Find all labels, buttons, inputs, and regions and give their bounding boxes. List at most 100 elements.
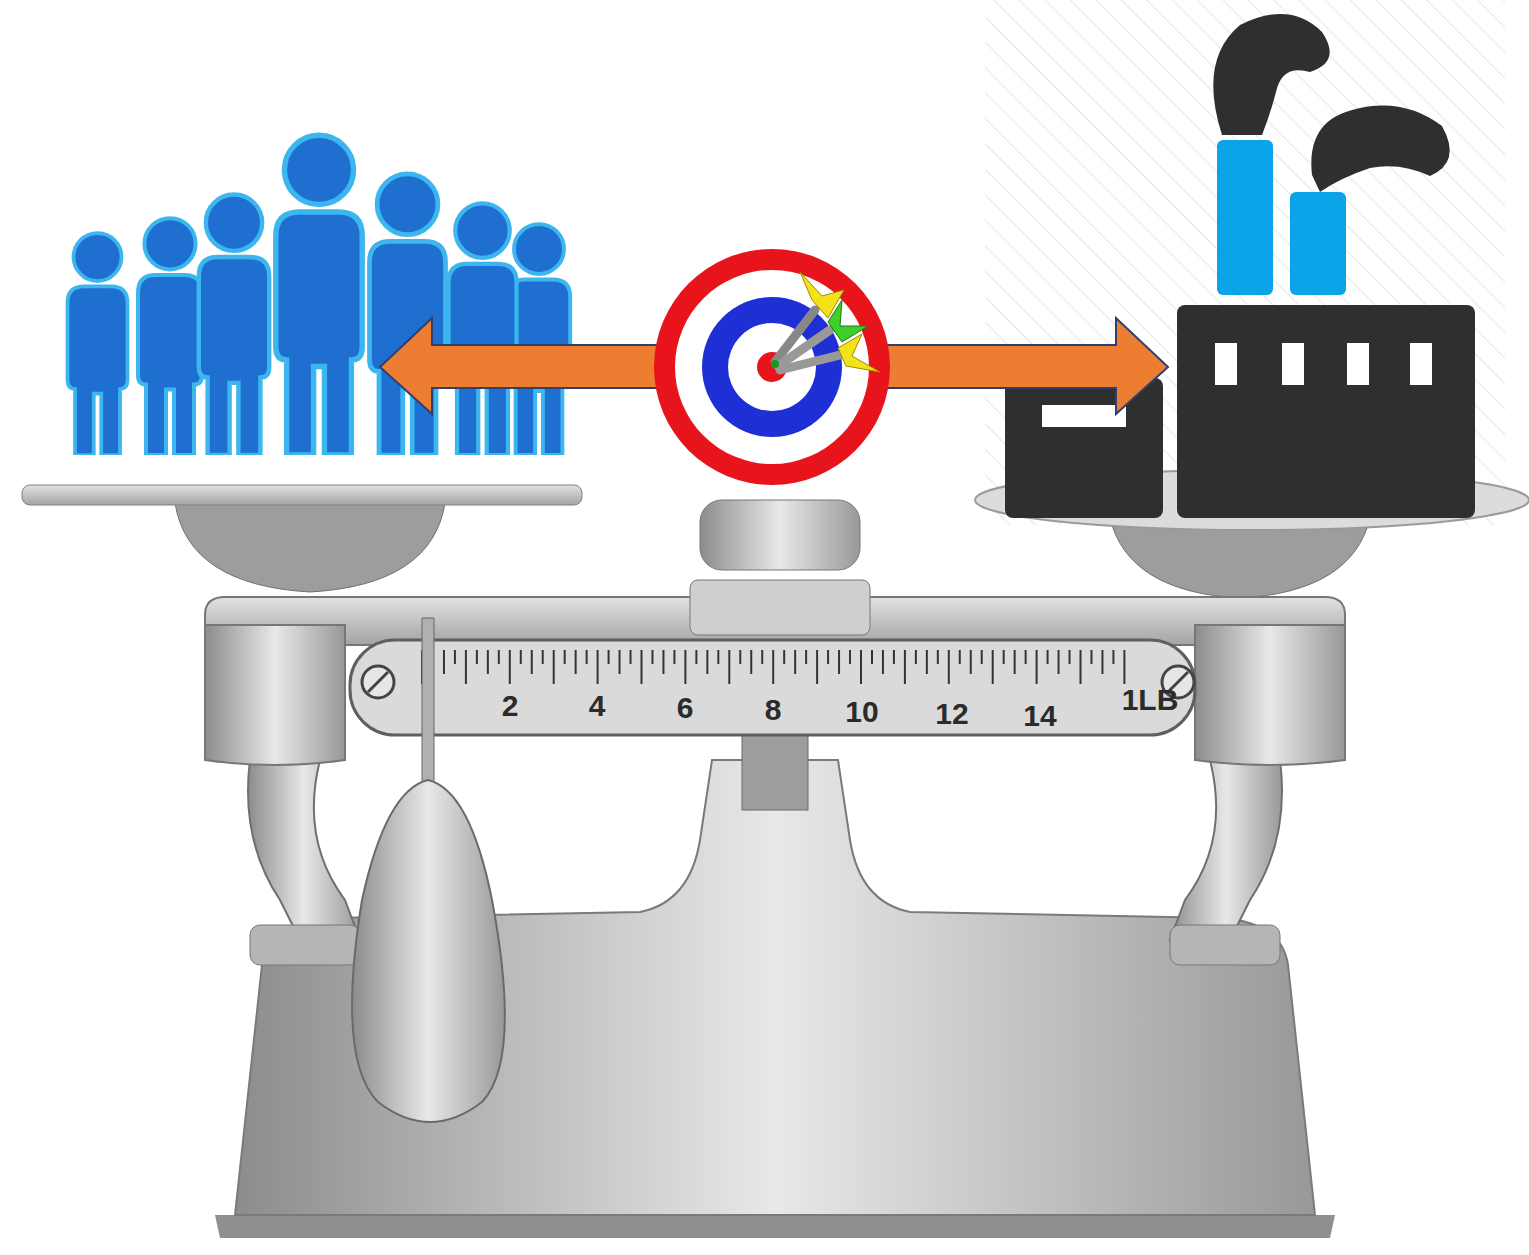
smoke — [1311, 106, 1449, 192]
ruler-tick — [794, 650, 796, 674]
ruler-tick — [1058, 650, 1060, 674]
ruler-number: 12 — [935, 699, 968, 729]
left-post — [250, 925, 360, 965]
ruler-tick — [531, 650, 533, 674]
ruler-tick — [1069, 650, 1071, 664]
ruler-number: 1LB — [1122, 685, 1179, 715]
ruler-tick — [893, 650, 895, 664]
ruler-tick — [651, 650, 653, 664]
target-ring — [675, 270, 869, 464]
ruler-tick — [816, 650, 818, 684]
factory-window — [1282, 343, 1304, 385]
ruler-tick — [904, 650, 906, 684]
rider-hook — [422, 618, 434, 785]
ruler-tick — [1112, 650, 1114, 664]
factory-icon — [1005, 14, 1475, 518]
ruler-tick — [597, 650, 599, 684]
ruler-tick — [509, 650, 511, 684]
ruler-plate — [350, 640, 1195, 735]
person-icon — [370, 174, 446, 455]
factory-window — [1347, 343, 1369, 385]
dart — [780, 355, 840, 370]
ruler-tick — [706, 650, 708, 674]
ruler-tick — [728, 650, 730, 684]
scale-base — [235, 760, 1315, 1215]
ruler-tick — [948, 650, 950, 684]
balance-scale — [22, 470, 1529, 1238]
ruler-tick — [662, 650, 664, 674]
ruler-tick — [487, 650, 489, 674]
ruler-tick — [608, 650, 610, 664]
ruler-tick — [443, 650, 445, 674]
factory-window — [1410, 343, 1432, 385]
ruler-tick — [476, 650, 478, 664]
hatch-background — [985, 0, 1505, 525]
smoke — [1213, 14, 1329, 135]
ruler-number: 8 — [765, 695, 782, 725]
ruler-tick — [981, 650, 983, 664]
target-ring — [654, 249, 890, 485]
ruler-ticks — [422, 650, 1124, 684]
factory-hall — [1177, 305, 1475, 518]
ruler-tick — [937, 650, 939, 664]
ruler-tick — [498, 650, 500, 664]
person-icon — [68, 233, 128, 455]
ruler-tick — [772, 650, 774, 684]
person-icon — [276, 135, 362, 455]
ruler-tick — [465, 650, 467, 684]
ruler-tick — [871, 650, 873, 664]
ruler-number: 6 — [677, 693, 694, 723]
ruler-tick — [630, 650, 632, 664]
arrow-right — [875, 318, 1168, 414]
chimney — [1290, 192, 1346, 295]
ruler-tick — [992, 650, 994, 684]
ruler-tick — [739, 650, 741, 664]
ruler-number: 2 — [502, 691, 519, 721]
ruler-tick — [915, 650, 917, 664]
ruler-tick — [860, 650, 862, 684]
ruler-tick — [761, 650, 763, 664]
ruler-tick — [849, 650, 851, 664]
dart-flight — [838, 334, 880, 372]
ruler-tick — [1036, 650, 1038, 684]
ruler-tick — [717, 650, 719, 664]
ruler-tick — [1025, 650, 1027, 664]
dart-tip — [771, 360, 779, 368]
ruler-tick — [959, 650, 961, 664]
scale-foot — [215, 1215, 1335, 1238]
person-icon — [199, 195, 269, 455]
ruler-tick — [1101, 650, 1103, 674]
ruler-tick — [1014, 650, 1016, 674]
ruler-tick — [695, 650, 697, 664]
ruler-tick — [1123, 650, 1125, 684]
ruler-tick — [750, 650, 752, 674]
factory-window — [1042, 405, 1126, 427]
ruler-tick — [684, 650, 686, 684]
right-link — [1170, 760, 1282, 940]
ruler-tick — [575, 650, 577, 674]
ruler-tick — [586, 650, 588, 664]
arrow-left — [380, 318, 670, 414]
ruler-tick — [619, 650, 621, 674]
right-end-block — [1195, 625, 1345, 765]
ruler-tick — [520, 650, 522, 664]
ruler-tick — [1080, 650, 1082, 684]
ruler-tick — [827, 650, 829, 664]
ruler-number: 14 — [1023, 701, 1056, 731]
left-pan — [22, 485, 582, 505]
ruler-tick — [641, 650, 643, 684]
ruler-tick — [1090, 650, 1092, 664]
ruler-tick — [882, 650, 884, 674]
ruler-tick — [454, 650, 456, 664]
person-icon — [138, 218, 202, 455]
people-group — [68, 135, 571, 455]
dart-flight — [828, 300, 868, 342]
rider-weight — [352, 780, 505, 1122]
ruler-number: 4 — [589, 691, 606, 721]
ruler-tick — [783, 650, 785, 664]
double-arrow — [380, 318, 1168, 414]
chimney — [1217, 140, 1273, 295]
